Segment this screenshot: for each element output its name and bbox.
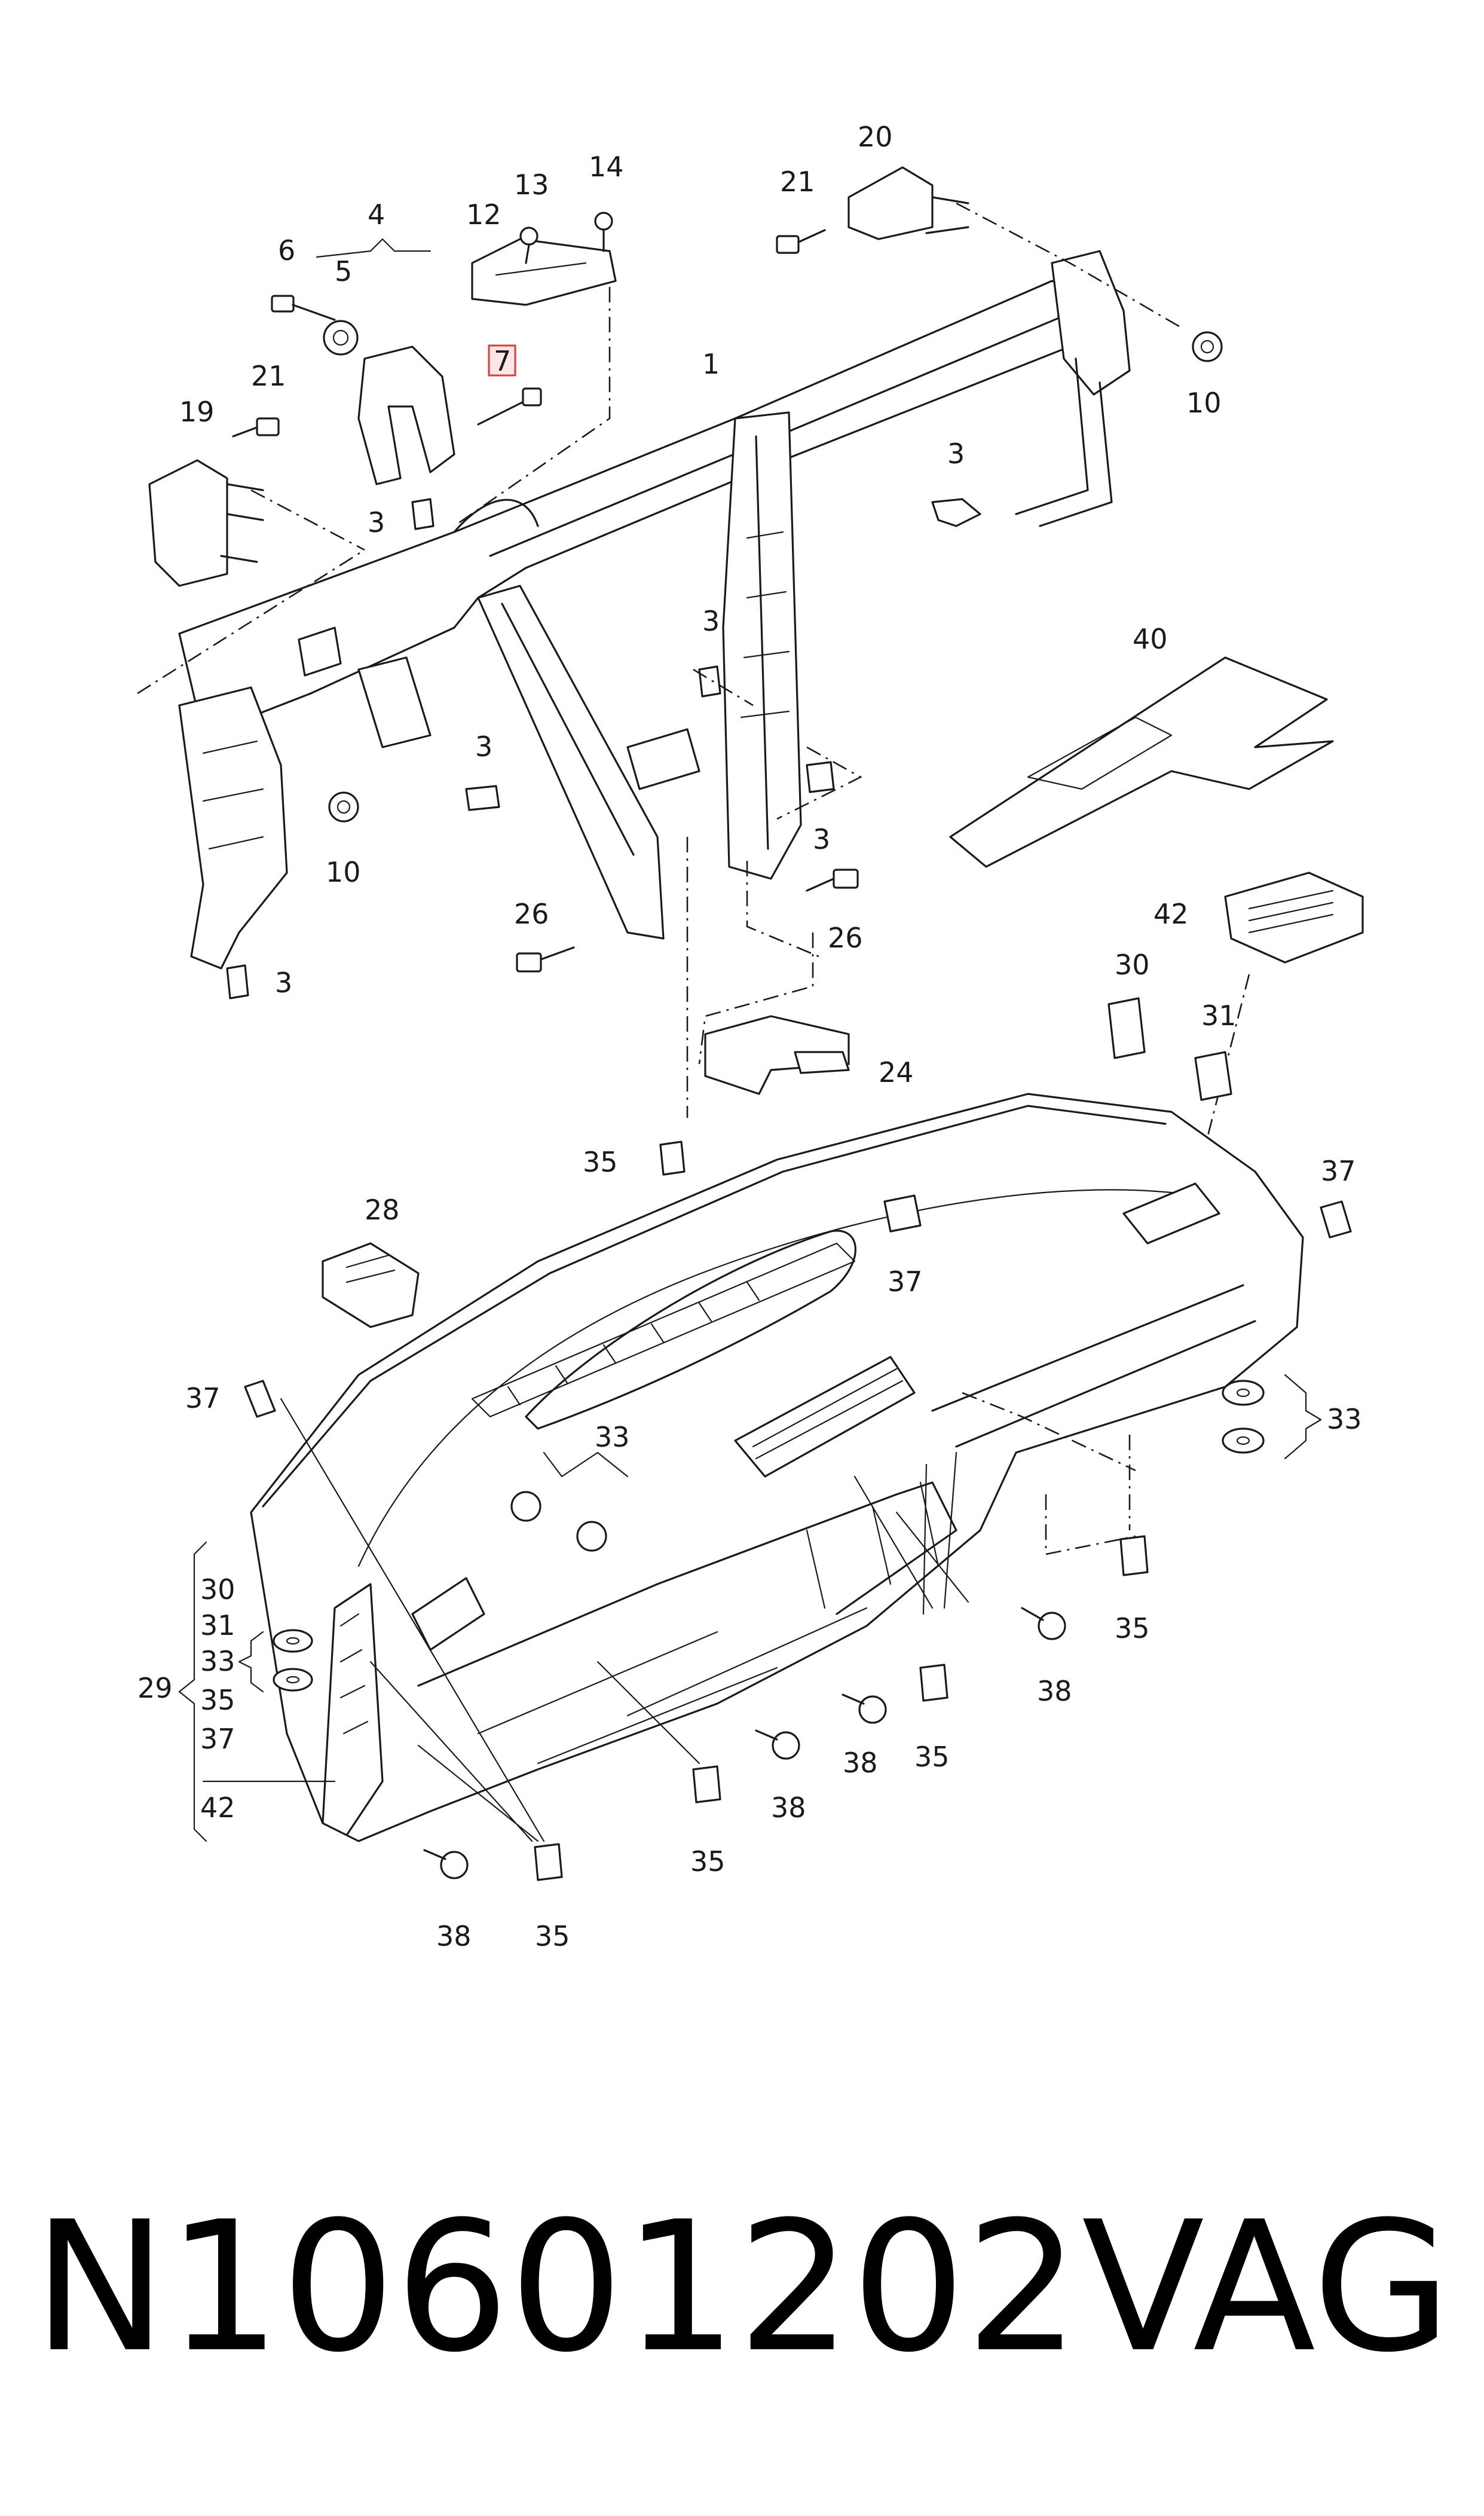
label-7: 7 bbox=[494, 345, 511, 377]
label-35-b: 35 bbox=[1115, 1612, 1150, 1644]
label-24: 24 bbox=[879, 1056, 914, 1089]
label-10-a: 10 bbox=[1186, 387, 1222, 419]
clip-parts-3 bbox=[226, 498, 981, 999]
label-3-f: 3 bbox=[275, 967, 292, 999]
bolt-part-26-right bbox=[806, 869, 859, 892]
label-31: 31 bbox=[1201, 999, 1237, 1032]
label-37-b: 37 bbox=[888, 1265, 923, 1298]
mat-part-40 bbox=[949, 656, 1334, 868]
part-labels: 1 3 3 3 3 3 3 4 5 6 7 10 10 12 13 14 19 … bbox=[137, 121, 1362, 1952]
label-26-b: 26 bbox=[828, 922, 863, 954]
label-3-d: 3 bbox=[475, 730, 492, 763]
label-21-a: 21 bbox=[780, 166, 815, 198]
bracket-part-20 bbox=[847, 166, 969, 240]
label-37-a: 37 bbox=[185, 1382, 221, 1414]
label-14: 14 bbox=[589, 151, 624, 183]
lower-leader-lines bbox=[202, 1392, 1136, 1842]
label-28: 28 bbox=[365, 1194, 400, 1226]
label-35-a: 35 bbox=[583, 1146, 618, 1178]
label-35-e: 35 bbox=[535, 1920, 570, 1952]
label-33-b: 33 bbox=[1327, 1403, 1362, 1435]
bolt-part-21-right bbox=[776, 229, 826, 254]
brand-text: VAG bbox=[1082, 2183, 1451, 2392]
screw-part-14 bbox=[594, 212, 613, 252]
label-38-a: 38 bbox=[1037, 1675, 1072, 1707]
dashed-leader-lines bbox=[137, 202, 1250, 1304]
label-38-b: 38 bbox=[843, 1747, 878, 1779]
label-29-item-35: 35 bbox=[200, 1684, 235, 1716]
label-29-item-30: 30 bbox=[200, 1573, 235, 1606]
group-brackets bbox=[178, 1374, 1322, 1842]
nut-part-5 bbox=[323, 320, 359, 356]
nut-part-10-right bbox=[1192, 331, 1223, 362]
nut-part-10-left bbox=[328, 791, 359, 823]
label-3-c: 3 bbox=[702, 605, 720, 637]
label-29-item-42: 42 bbox=[200, 1792, 235, 1824]
vent-part-42 bbox=[1224, 872, 1364, 964]
label-29: 29 bbox=[137, 1672, 173, 1704]
screw-part-13 bbox=[519, 227, 538, 264]
label-38-c: 38 bbox=[771, 1792, 806, 1824]
label-13: 13 bbox=[514, 169, 549, 201]
clip-part-31 bbox=[1194, 1051, 1232, 1101]
label-29-item-37: 37 bbox=[200, 1723, 235, 1755]
clip-parts-37 bbox=[244, 1194, 1352, 1418]
label-29-item-33: 33 bbox=[200, 1645, 235, 1677]
cross-member-beam bbox=[178, 250, 1131, 970]
label-30: 30 bbox=[1115, 949, 1150, 981]
highlight-box-7 bbox=[488, 344, 516, 377]
label-10-b: 10 bbox=[326, 856, 361, 888]
dashboard-part-29 bbox=[250, 1093, 1304, 1842]
label-3-e: 3 bbox=[813, 823, 830, 855]
label-5: 5 bbox=[335, 255, 352, 288]
label-3-a: 3 bbox=[368, 506, 385, 539]
bolt-part-7 bbox=[477, 387, 542, 426]
label-37-c: 37 bbox=[1321, 1155, 1356, 1187]
label-12: 12 bbox=[466, 198, 501, 231]
label-38-d: 38 bbox=[436, 1920, 472, 1952]
bolt-part-26-left bbox=[516, 946, 575, 973]
clip-parts-35 bbox=[534, 1141, 1149, 1881]
screw-parts-38 bbox=[423, 1607, 1066, 1879]
label-6: 6 bbox=[278, 234, 295, 267]
label-19: 19 bbox=[179, 396, 215, 428]
bracket-part-19 bbox=[148, 459, 264, 587]
clip-part-30 bbox=[1107, 997, 1146, 1059]
washer-parts-33 bbox=[273, 1380, 1265, 1692]
label-21-b: 21 bbox=[251, 360, 286, 392]
label-3-b: 3 bbox=[947, 438, 965, 470]
switch-part-28 bbox=[322, 1242, 420, 1328]
bracket-part-12 bbox=[471, 238, 617, 306]
label-40: 40 bbox=[1133, 623, 1168, 655]
bolt-part-6 bbox=[271, 295, 336, 321]
label-35-c: 35 bbox=[914, 1741, 950, 1773]
label-35-d: 35 bbox=[690, 1845, 726, 1878]
label-4: 4 bbox=[368, 198, 385, 231]
label-42: 42 bbox=[1153, 898, 1189, 930]
bolt-part-21-left bbox=[232, 417, 280, 438]
label-26-a: 26 bbox=[514, 898, 549, 930]
label-29-item-31: 31 bbox=[200, 1609, 235, 1641]
part-number-text: N10601202 bbox=[33, 2183, 1079, 2392]
bracket-part-4 bbox=[316, 238, 455, 485]
bracket-part-24 bbox=[704, 1015, 850, 1095]
label-20: 20 bbox=[858, 121, 893, 153]
label-33-a: 33 bbox=[595, 1421, 630, 1453]
label-1: 1 bbox=[702, 348, 720, 380]
